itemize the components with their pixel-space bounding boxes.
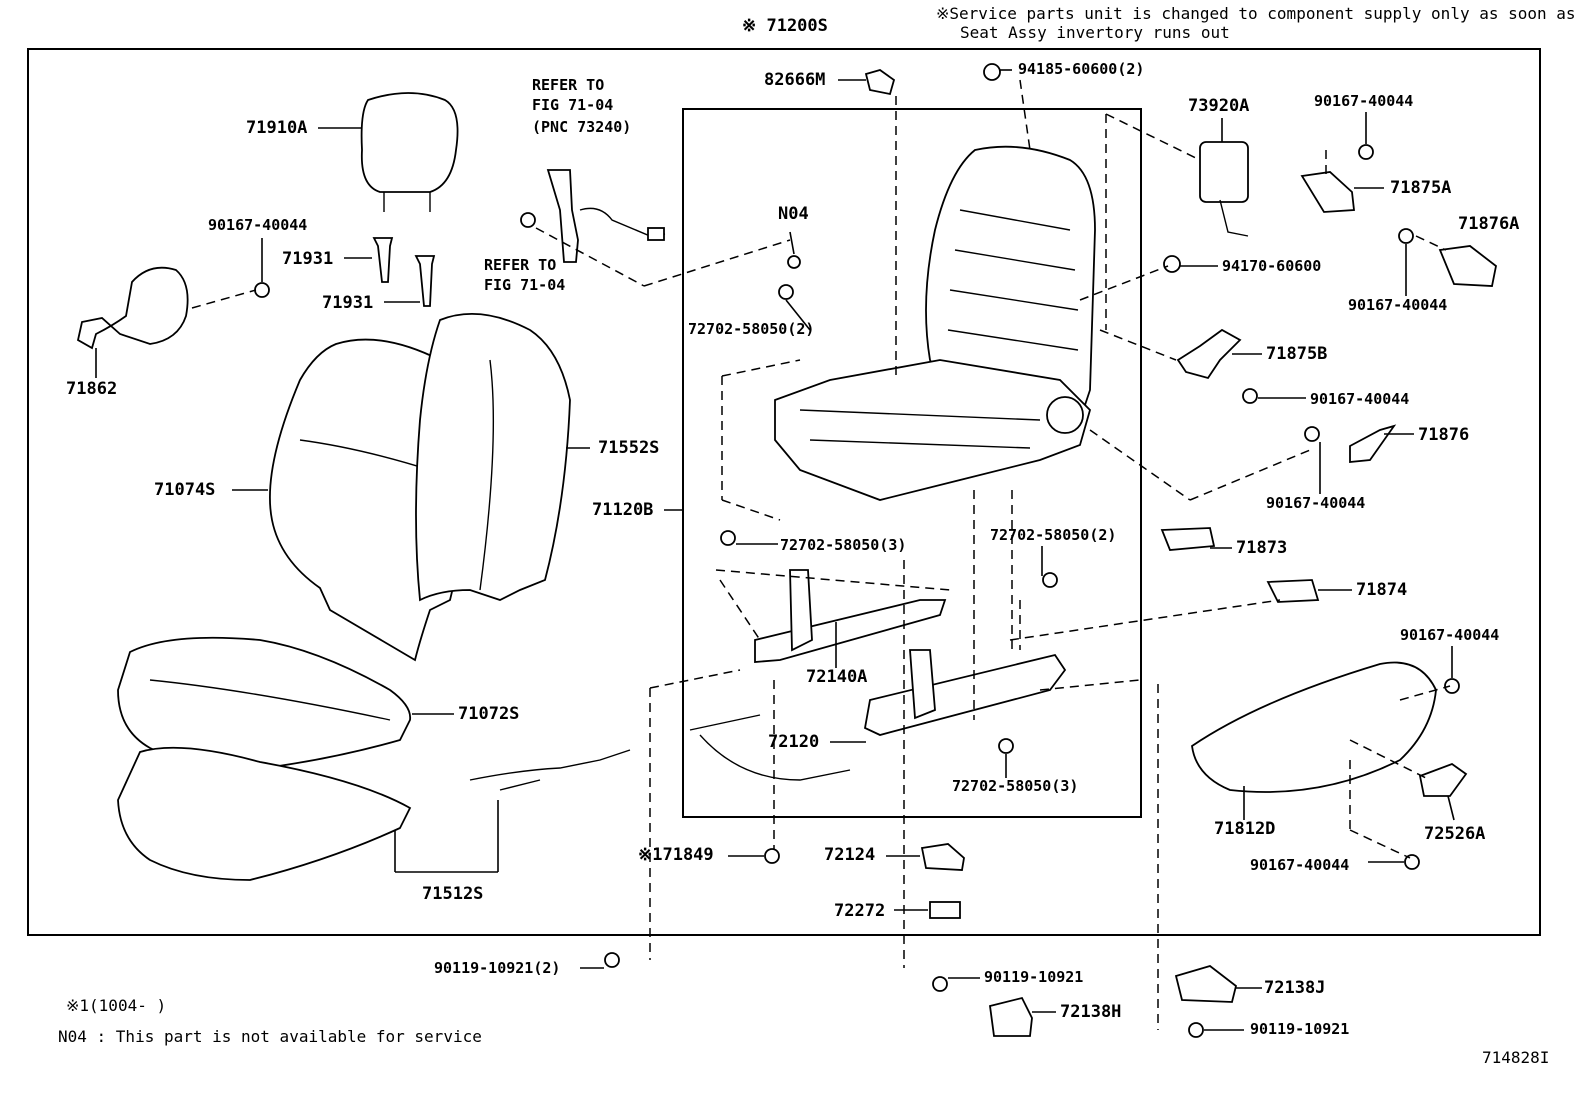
service-note-line1: ※Service parts unit is changed to compon… [936, 4, 1576, 23]
callout-90167-40044[interactable]: 90167-40044 [1348, 296, 1448, 314]
callout-72702-58050[interactable]: 72702-58050(2) [990, 526, 1117, 544]
footnote-1: ※1(1004- ) [66, 996, 167, 1015]
clip-72272-illustration [929, 901, 961, 919]
ref2-line2: FIG 71-04 [484, 276, 566, 294]
service-note-line2: Seat Assy invertory runs out [960, 23, 1230, 42]
buckle-illustration [546, 169, 666, 263]
headrest-guide-illustration [372, 237, 436, 307]
airbag-illustration [1199, 141, 1249, 203]
callout-72272[interactable]: 72272 [834, 901, 886, 921]
callout-72140A[interactable]: 72140A [806, 667, 868, 687]
frame-group-box [682, 108, 1142, 818]
callout-90119-10921[interactable]: 90119-10921 [984, 968, 1084, 986]
bracket-71873-illustration [1160, 527, 1216, 551]
diagram-frame [27, 48, 1541, 936]
ref1-line3: (PNC 73240) [532, 118, 632, 136]
harness-illustration [469, 749, 631, 791]
callout-90167-40044[interactable]: 90167-40044 [208, 216, 308, 234]
leader-lines [95, 69, 1455, 1031]
assembly-dashed-lines [191, 79, 1451, 1030]
callout-72526A[interactable]: 72526A [1424, 824, 1486, 844]
callout-72702-58050[interactable]: 72702-58050(2) [688, 320, 815, 338]
callout-72124[interactable]: 72124 [824, 845, 876, 865]
callout-90167-40044[interactable]: 90167-40044 [1250, 856, 1350, 874]
callout-71874[interactable]: 71874 [1356, 580, 1408, 600]
footnote-n04: N04 : This part is not available for ser… [58, 1027, 482, 1046]
callout-71552S[interactable]: 71552S [598, 438, 660, 458]
callout-N04[interactable]: N04 [778, 204, 809, 224]
seat-track-illustration [754, 569, 1067, 736]
cover-72138H-illustration [989, 996, 1033, 1037]
assembly-callout[interactable]: ※ 71200S [742, 16, 828, 36]
callout-71875B[interactable]: 71875B [1266, 344, 1328, 364]
callout-71910A[interactable]: 71910A [246, 118, 308, 138]
side-cover-illustration [76, 266, 189, 350]
headrest-illustration [360, 92, 459, 212]
callout-72138H[interactable]: 72138H [1060, 1002, 1122, 1022]
cover-71876A-illustration [1438, 245, 1497, 287]
callout-71876A[interactable]: 71876A [1458, 214, 1520, 234]
ref1-line2: FIG 71-04 [532, 96, 614, 114]
callout-73920A[interactable]: 73920A [1188, 96, 1250, 116]
callout-72702-58050[interactable]: 72702-58050(3) [780, 536, 907, 554]
cover-71875A-illustration [1300, 171, 1355, 213]
callout-90167-40044[interactable]: 90167-40044 [1314, 92, 1414, 110]
callout-90167-40044[interactable]: 90167-40044 [1400, 626, 1500, 644]
seat-frame-illustration [774, 145, 1096, 501]
release-wire-illustration [689, 714, 851, 781]
knob-72526A-illustration [1418, 762, 1468, 797]
callout-90167-40044[interactable]: 90167-40044 [1310, 390, 1410, 408]
callout-72138J[interactable]: 72138J [1264, 978, 1326, 998]
callout-71873[interactable]: 71873 [1236, 538, 1288, 558]
callout-90119-10921[interactable]: 90119-10921(2) [434, 959, 561, 977]
callout-94170-60600[interactable]: 94170-60600 [1222, 257, 1322, 275]
cover-72138J-illustration [1174, 965, 1238, 1003]
callout-71074S[interactable]: 71074S [154, 480, 216, 500]
cover-71876-illustration [1349, 424, 1397, 463]
clip-72124-illustration [920, 843, 965, 871]
callout-94185-60600[interactable]: 94185-60600(2) [1018, 60, 1145, 78]
cushion-pad-illustration [117, 746, 412, 881]
figure-id: 714828I [1482, 1048, 1550, 1067]
callout-71875A[interactable]: 71875A [1390, 178, 1452, 198]
cover-71875B-illustration [1176, 328, 1242, 380]
callout-71120B[interactable]: 71120B [592, 500, 654, 520]
shield-71812D-illustration [1191, 661, 1437, 793]
callout-71931[interactable]: 71931 [282, 249, 334, 269]
clip-82666M-illustration [864, 69, 896, 96]
ref2-line1: REFER TO [484, 256, 557, 274]
callout-72702-58050[interactable]: 72702-58050(3) [952, 777, 1079, 795]
callout-90167-40044[interactable]: 90167-40044 [1266, 494, 1366, 512]
seatback-pad-illustration [415, 313, 571, 602]
callout-90119-10921[interactable]: 90119-10921 [1250, 1020, 1350, 1038]
bracket-71874-illustration [1266, 579, 1320, 603]
callout-82666M[interactable]: 82666M [764, 70, 826, 90]
callout-71876[interactable]: 71876 [1418, 425, 1470, 445]
callout-71512S[interactable]: 71512S [422, 884, 484, 904]
callout-71072S[interactable]: 71072S [458, 704, 520, 724]
callout-71862[interactable]: 71862 [66, 379, 118, 399]
callout-71812D[interactable]: 71812D [1214, 819, 1276, 839]
callout-71849[interactable]: ※171849 [638, 845, 714, 865]
callout-71931[interactable]: 71931 [322, 293, 374, 313]
callout-72120[interactable]: 72120 [768, 732, 820, 752]
bolt-icons [254, 63, 1460, 1038]
ref1-line1: REFER TO [532, 76, 605, 94]
